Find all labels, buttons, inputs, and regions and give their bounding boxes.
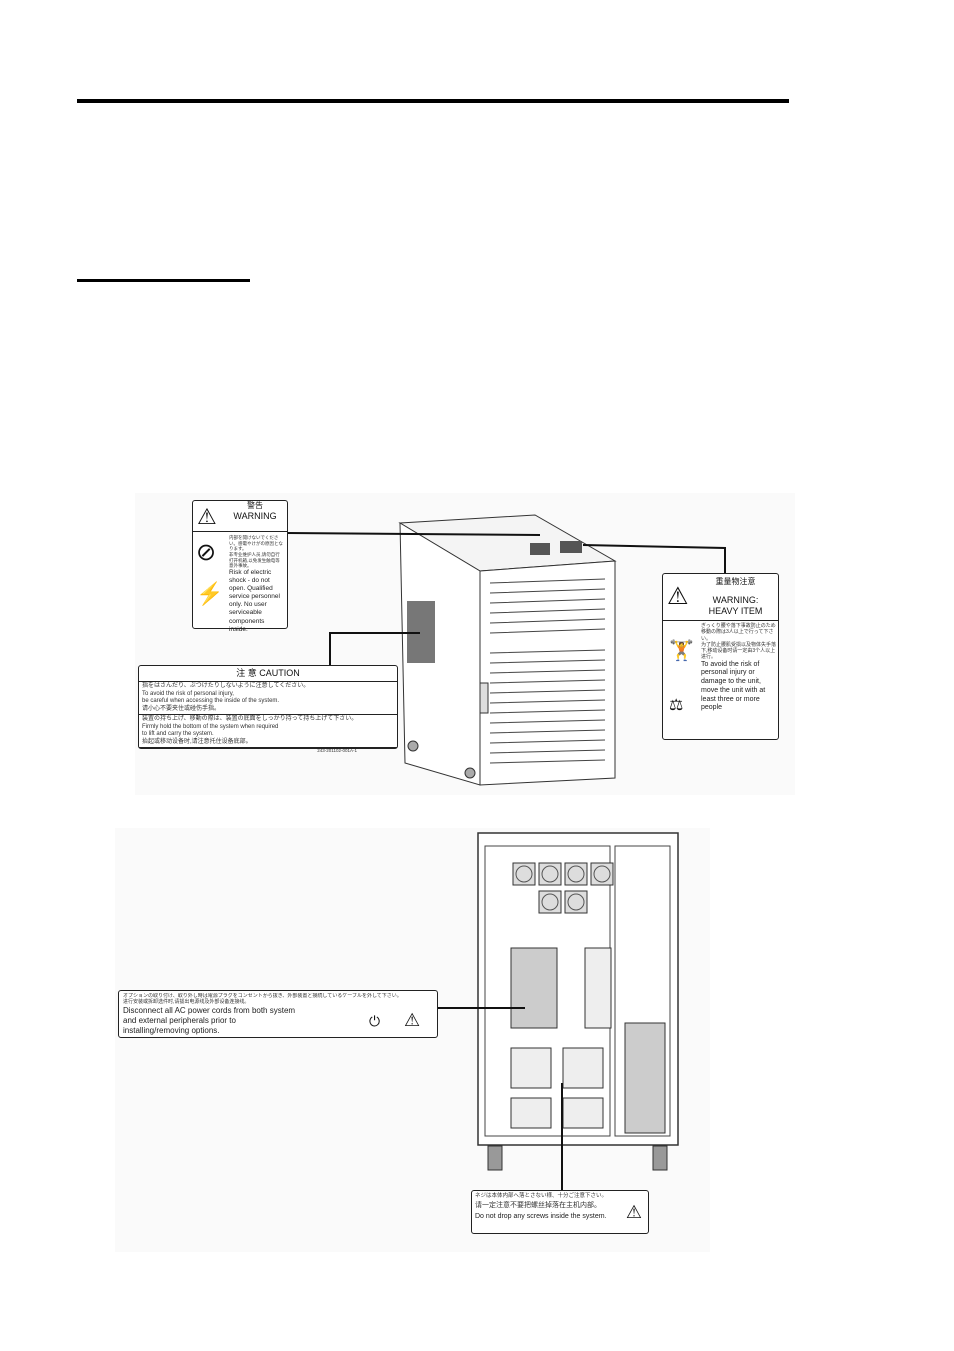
caution-line1-jp: 指をはさんだり、ぶつけたりしないように注意してください。 (142, 683, 310, 690)
heavy-title-jp: 重量物注意 (715, 577, 756, 586)
electric-shock-icon: ⚠ (404, 1010, 421, 1030)
warning-title-jp: 警告 (247, 501, 263, 510)
heavy-title-en-b: HEAVY ITEM (708, 606, 763, 617)
warning-title-en: WARNING (233, 511, 277, 521)
power-en-text-a: Disconnect all AC power cords from both … (123, 1005, 296, 1015)
caution-line2-cn: 抬起或移动设备时,请注意托住设备底部。 (142, 738, 252, 745)
power-en-text-b: and external peripherals prior to (123, 1015, 236, 1025)
unplug-icon: ⏻ (369, 1013, 381, 1029)
caution-title: 注 意 CAUTION (139, 666, 397, 683)
caution-line1-en-a: To avoid the risk of personal injury, (142, 690, 234, 697)
power-cn-text: 进行安装或拆卸选件时,请拔出电源线及外部设备连接线。 (123, 999, 250, 1006)
screw-warning-label: ネジは本体内部へ落とさない様、十分ご注意下さい。 请一定注意不要把螺丝掉落在主机… (471, 1190, 649, 1234)
heavy-cn-text: 为了防止腰肌受损以及物体失手落下,移动设备时请一定由3个人以上进行。 (701, 641, 777, 661)
heavy-en-text: To avoid the risk of personal injury or … (701, 660, 766, 712)
screw-cn-text: 请一定注意不要把螺丝掉落在主机内部。 (475, 1201, 601, 1209)
power-jp-text: オプションの取り付け、取り外し時は電源プラグをコンセントから抜き、外部装置と接続… (123, 993, 402, 999)
no-touch-icon: ⊘ (196, 539, 217, 566)
warning-en-text: Risk of electric shock - do not open. Qu… (229, 568, 280, 633)
server-rear-illustration (437, 832, 679, 1190)
caution-label: 注 意 CAUTION 指をはさんだり、ぶつけたりしないように注意してください。… (138, 665, 398, 753)
heavy-item-label: ⚠ 重量物注意 WARNING: HEAVY ITEM 🏋 ⚖ ぎっくり腰や落下… (662, 573, 779, 740)
screw-jp-text: ネジは本体内部へ落とさない様、十分ご注意下さい。 (475, 1193, 608, 1199)
server-front-illustration (286, 514, 726, 786)
electric-shock-icon: ⚡ (196, 581, 224, 606)
caution-line2-jp: 装置の持ち上げ、移動の際は、装置の底面をしっかり持って持ち上げて下さい。 (142, 716, 358, 723)
caution-line2-en-b: to lift and carry the system. (142, 731, 214, 738)
caution-line1-cn: 请小心不要夹住或碰伤手指。 (142, 705, 221, 712)
warning-label: ⚠ 警告 WARNING ⊘ ⚡ 内部を開けないでください。感電やけがの原因とな… (192, 500, 288, 633)
caution-part-number: 243-201102-001A-1 (139, 747, 397, 754)
caution-line2-en-a: Firmly hold the bottom of the system whe… (142, 723, 279, 730)
warning-triangle-icon: ⚠ (667, 583, 689, 610)
header-rule (77, 99, 789, 103)
rear-view-figure: オプションの取り付け、取り外し時は電源プラグをコンセントから抜き、外部装置と接続… (115, 828, 710, 1252)
screw-en-text: Do not drop any screws inside the system… (475, 1212, 607, 1220)
heavy-title-en-a: WARNING: (712, 595, 759, 605)
warning-cn-text: 非专业维护人员,请勿自行打开机箱,以免发生触电等意外事故。 (229, 551, 280, 569)
caution-line1-en-b: be careful when accessing the inside of … (142, 698, 280, 705)
weight-icon: ⚖ (669, 697, 684, 714)
front-view-figure: ⚠ 警告 WARNING ⊘ ⚡ 内部を開けないでください。感電やけがの原因とな… (135, 493, 795, 795)
warning-triangle-icon: ⚠ (197, 504, 217, 529)
electric-shock-icon: ⚠ (625, 1202, 642, 1222)
heavy-jp-text: ぎっくり腰や落下事故防止のため移動の際は3人以上で行って下さい。 (701, 623, 776, 642)
section-rule (77, 279, 250, 282)
lifting-person-icon: 🏋 (669, 640, 694, 662)
warning-jp-text: 内部を開けないでください。感電やけがの原因となります。 (229, 535, 283, 552)
power-en-text-c: installing/removing options. (123, 1025, 220, 1035)
power-disconnect-label: オプションの取り付け、取り外し時は電源プラグをコンセントから抜き、外部装置と接続… (118, 990, 438, 1038)
